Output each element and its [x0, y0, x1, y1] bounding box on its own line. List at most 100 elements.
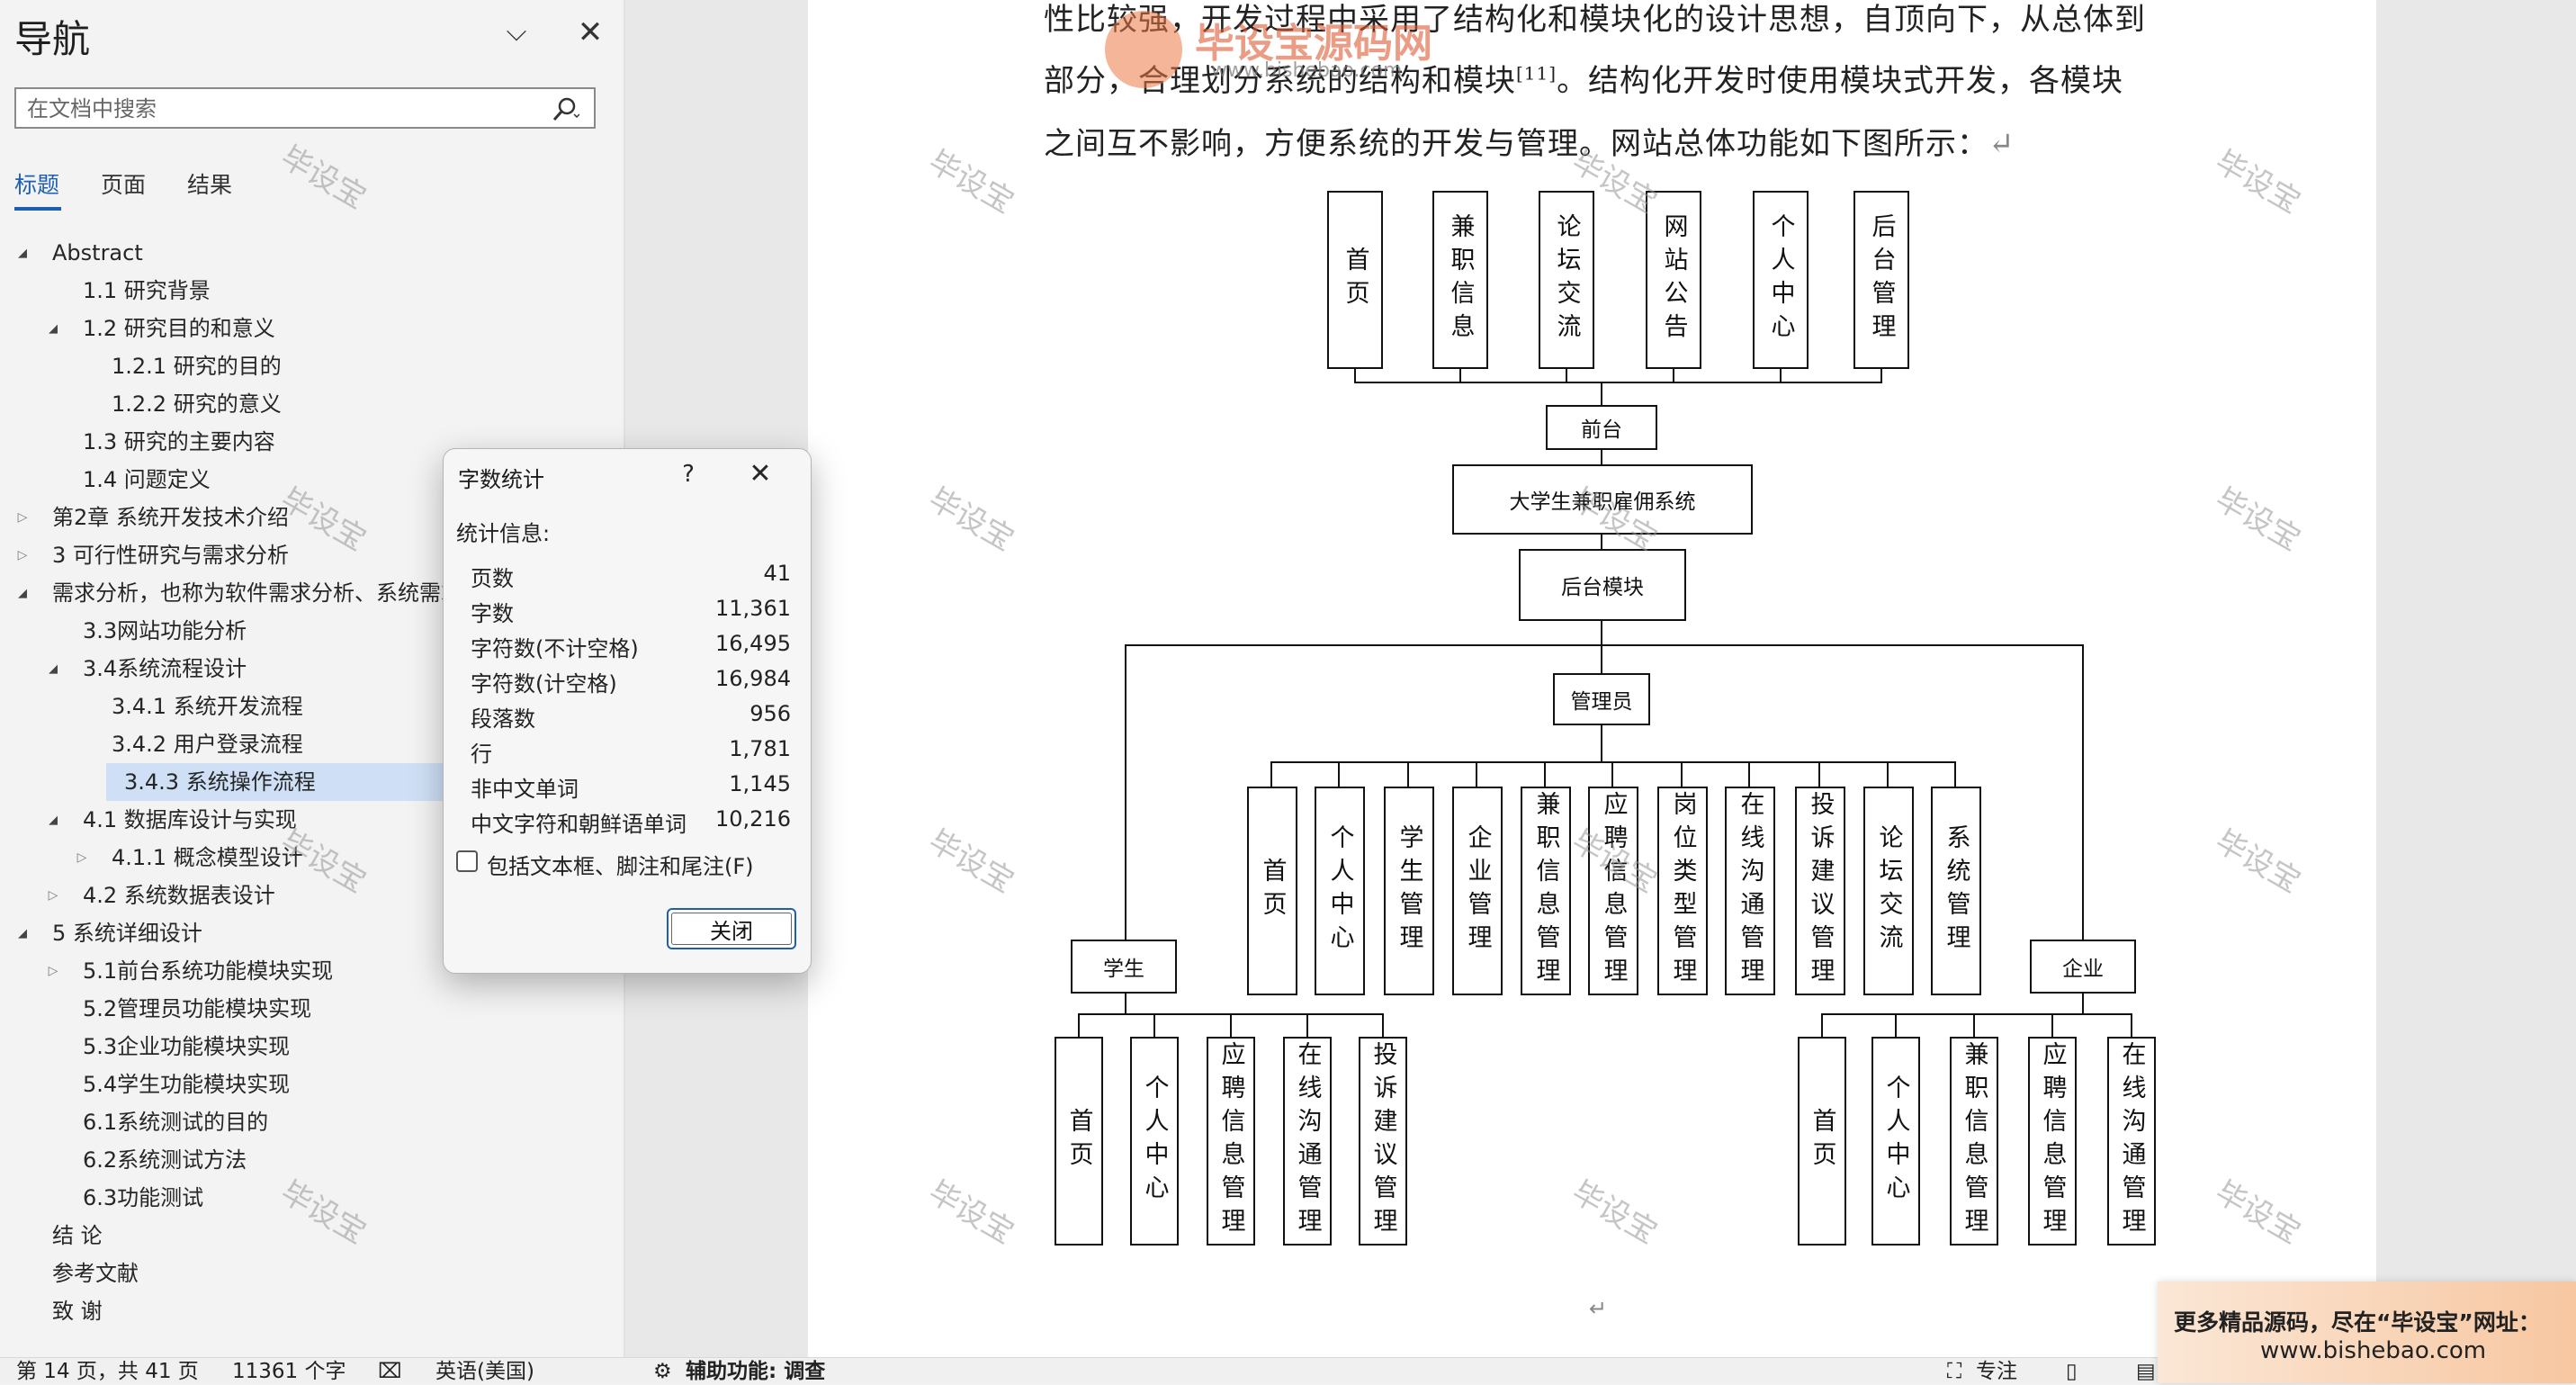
nav-close-icon[interactable]: ✕	[577, 14, 604, 50]
student-module-box[interactable]: 投诉建议管理	[1359, 1037, 1407, 1246]
nav-heading-item[interactable]: 1.1 研究背景	[0, 272, 624, 310]
read-mode-icon[interactable]: ▯	[2066, 1360, 2078, 1383]
student-module-box[interactable]: 个人中心	[1130, 1037, 1179, 1246]
admin-module-box[interactable]: 论坛交流	[1863, 787, 1914, 995]
admin-module-box[interactable]: 岗位类型管理	[1657, 787, 1708, 995]
tab-results[interactable]: 结果	[187, 172, 233, 198]
admin-module-box[interactable]: 在线沟通管理	[1725, 787, 1775, 995]
expand-triangle-icon[interactable]	[13, 499, 32, 536]
nav-heading-item[interactable]: 4.2 系统数据表设计	[0, 877, 624, 914]
collapse-triangle-icon[interactable]	[13, 574, 32, 612]
accessibility-icon[interactable]: ⚙	[653, 1360, 672, 1383]
nav-heading-item[interactable]: 参考文献	[0, 1255, 624, 1292]
proofing-icon[interactable]: ⌧	[378, 1360, 402, 1383]
include-textboxes-label[interactable]: 包括文本框、脚注和尾注(F)	[487, 854, 754, 879]
nav-heading-item[interactable]: 3.4系统流程设计	[0, 650, 624, 688]
system-label-box[interactable]: 大学生兼职雇佣系统	[1452, 464, 1753, 535]
company-module-box[interactable]: 兼职信息管理	[1950, 1037, 1998, 1246]
nav-heading-item[interactable]: 6.3功能测试	[0, 1179, 624, 1217]
collapse-triangle-icon[interactable]	[43, 801, 63, 839]
company-module-box[interactable]: 应聘信息管理	[2028, 1037, 2077, 1246]
student-module-box[interactable]: 在线沟通管理	[1283, 1037, 1332, 1246]
admin-module-box[interactable]: 投诉建议管理	[1795, 787, 1845, 995]
nav-heading-item[interactable]: 结 论	[0, 1217, 624, 1255]
company-module-box[interactable]: 首页	[1798, 1037, 1846, 1246]
nav-heading-item[interactable]: 第2章 系统开发技术介绍	[0, 499, 624, 536]
nav-heading-item[interactable]: 4.1 数据库设计与实现	[0, 801, 624, 839]
nav-search-box[interactable]	[14, 87, 596, 129]
tab-pages[interactable]: 页面	[101, 172, 147, 198]
front-module-box[interactable]: 个人中心	[1753, 191, 1809, 369]
promo-url[interactable]: www.bishebao.com	[2260, 1337, 2487, 1364]
body-text-line-1[interactable]: 性比较强，开发过程中采用了结构化和模块化的设计思想，自顶向下，从总体到	[1044, 2, 2146, 38]
admin-module-box[interactable]: 兼职信息管理	[1521, 787, 1571, 995]
admin-module-box[interactable]: 应聘信息管理	[1588, 787, 1638, 995]
admin-module-box[interactable]: 学生管理	[1384, 787, 1434, 995]
document-page[interactable]: 性比较强，开发过程中采用了结构化和模块化的设计思想，自顶向下，从总体到 部分，合…	[808, 0, 2376, 1357]
word-count-indicator[interactable]: 11361 个字	[232, 1360, 346, 1383]
nav-options-chevron-icon[interactable]: ⌵	[506, 16, 527, 48]
nav-heading-item[interactable]: 1.2.2 研究的意义	[0, 385, 624, 423]
nav-heading-item[interactable]: 致 谢	[0, 1292, 624, 1330]
close-button[interactable]: 关闭	[667, 908, 796, 949]
promo-banner[interactable]: 更多精品源码，尽在“毕设宝”网址： www.bishebao.com	[2158, 1282, 2576, 1383]
front-module-box[interactable]: 首页	[1327, 191, 1383, 369]
print-layout-icon[interactable]: ▤	[2136, 1360, 2156, 1383]
nav-heading-item[interactable]: 5.2管理员功能模块实现	[0, 990, 624, 1028]
dialog-close-icon[interactable]: ✕	[749, 458, 772, 490]
nav-heading-item[interactable]: 6.2系统测试方法	[0, 1141, 624, 1179]
collapse-triangle-icon[interactable]	[13, 234, 32, 272]
collapse-triangle-icon[interactable]	[43, 650, 63, 688]
front-module-box[interactable]: 论坛交流	[1539, 191, 1594, 369]
expand-triangle-icon[interactable]	[43, 877, 63, 914]
body-text-line-3[interactable]: 之间互不影响，方便系统的开发与管理。网站总体功能如下图所示：↵	[1044, 119, 2015, 163]
nav-search-input[interactable]	[25, 94, 533, 123]
focus-mode-label[interactable]: 专注	[1976, 1360, 2017, 1383]
collapse-triangle-icon[interactable]	[43, 310, 63, 347]
company-module-box[interactable]: 在线沟通管理	[2107, 1037, 2156, 1246]
nav-heading-item[interactable]: Abstract	[0, 234, 624, 272]
help-button[interactable]: ?	[682, 461, 695, 488]
nav-heading-item[interactable]: 6.1系统测试的目的	[0, 1103, 624, 1141]
nav-heading-item[interactable]: 1.3 研究的主要内容	[0, 423, 624, 461]
student-label-box[interactable]: 学生	[1071, 940, 1177, 994]
admin-label-box[interactable]: 管理员	[1553, 673, 1650, 725]
student-module-box[interactable]: 首页	[1055, 1037, 1103, 1246]
nav-heading-item[interactable]: 1.2.1 研究的目的	[0, 347, 624, 385]
nav-heading-item[interactable]: 3 可行性研究与需求分析	[0, 536, 624, 574]
page-indicator[interactable]: 第 14 页，共 41 页	[16, 1360, 199, 1383]
accessibility-indicator[interactable]: 辅助功能: 调查	[686, 1360, 826, 1383]
nav-heading-item[interactable]: 5.4学生功能模块实现	[0, 1066, 624, 1103]
nav-heading-item[interactable]: 1.4 问题定义	[0, 461, 624, 499]
expand-triangle-icon[interactable]	[43, 952, 63, 990]
admin-module-box[interactable]: 首页	[1247, 787, 1297, 995]
language-indicator[interactable]: 英语(美国)	[435, 1360, 534, 1383]
nav-heading-item[interactable]: 需求分析，也称为软件需求分析、系统需求	[0, 574, 624, 612]
backend-label-box[interactable]: 后台模块	[1519, 549, 1686, 621]
nav-heading-item[interactable]: 3.4.1 系统开发流程	[0, 688, 624, 725]
nav-heading-item[interactable]: 4.1.1 概念模型设计	[0, 839, 624, 877]
nav-heading-item[interactable]: 3.4.2 用户登录流程	[0, 725, 624, 763]
expand-triangle-icon[interactable]	[13, 536, 32, 574]
body-text-line-2[interactable]: 部分，合理划分系统的结构和模块[11]。结构化开发时使用模块式开发，各模块	[1044, 56, 2123, 100]
nav-heading-item[interactable]: 1.2 研究目的和意义	[0, 310, 624, 347]
front-module-box[interactable]: 兼职信息	[1432, 191, 1488, 369]
expand-triangle-icon[interactable]	[72, 839, 92, 877]
nav-heading-item[interactable]: 5.1前台系统功能模块实现	[0, 952, 624, 990]
front-label-box[interactable]: 前台	[1546, 405, 1657, 450]
tab-headings[interactable]: 标题	[14, 172, 60, 198]
company-label-box[interactable]: 企业	[2030, 940, 2136, 994]
collapse-triangle-icon[interactable]	[13, 914, 32, 952]
search-icon[interactable]	[551, 94, 579, 123]
focus-icon[interactable]: ⛶	[1947, 1360, 1962, 1383]
nav-heading-item[interactable]: 3.3网站功能分析	[0, 612, 624, 650]
admin-module-box[interactable]: 企业管理	[1452, 787, 1503, 995]
nav-heading-item[interactable]: 5.3企业功能模块实现	[0, 1028, 624, 1066]
include-textboxes-checkbox[interactable]	[456, 850, 478, 872]
front-module-box[interactable]: 网站公告	[1646, 191, 1701, 369]
company-module-box[interactable]: 个人中心	[1871, 1037, 1920, 1246]
student-module-box[interactable]: 应聘信息管理	[1207, 1037, 1255, 1246]
front-module-box[interactable]: 后台管理	[1853, 191, 1909, 369]
admin-module-box[interactable]: 系统管理	[1931, 787, 1981, 995]
admin-module-box[interactable]: 个人中心	[1315, 787, 1365, 995]
